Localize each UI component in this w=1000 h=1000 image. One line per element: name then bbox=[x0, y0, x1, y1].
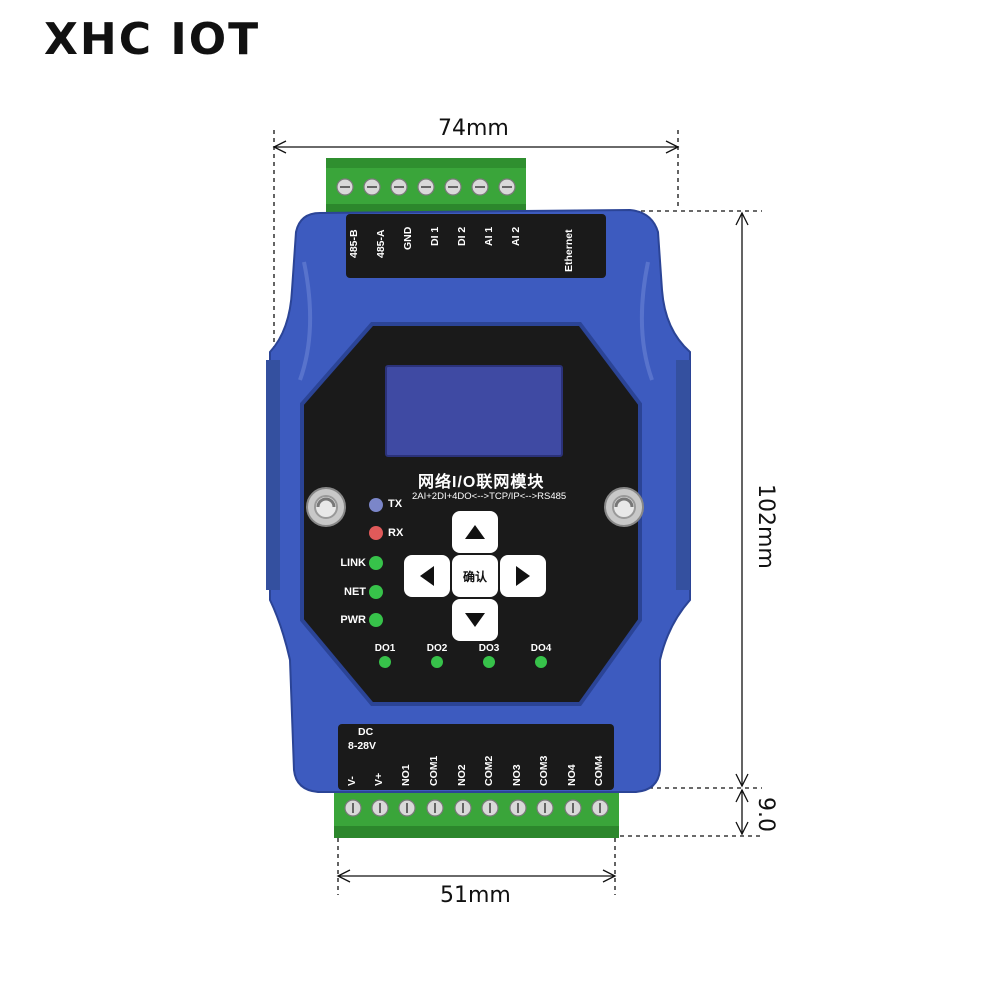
bottom-terminal-label: NO1 bbox=[400, 764, 412, 786]
led-link bbox=[369, 556, 383, 570]
dim-height: 102mm bbox=[753, 484, 778, 569]
bottom-terminal-label: NO3 bbox=[511, 764, 523, 786]
top-terminal-label: 485-A bbox=[375, 229, 387, 258]
arrow-right-icon bbox=[516, 566, 530, 586]
bottom-terminal-label: NO4 bbox=[566, 764, 578, 786]
led-pwr bbox=[369, 613, 383, 627]
led-do3 bbox=[483, 656, 495, 668]
bottom-terminal-label: COM4 bbox=[593, 755, 605, 786]
oled-screen bbox=[386, 366, 562, 456]
arrow-down-icon bbox=[465, 613, 485, 627]
top-terminal-label: AI 1 bbox=[483, 226, 495, 246]
ok-button-label: 确认 bbox=[462, 569, 487, 584]
device-subtitle: 2AI+2DI+4DO<-->TCP/IP<-->RS485 bbox=[412, 491, 567, 502]
top-terminal-label: AI 2 bbox=[510, 226, 522, 246]
led-tx bbox=[369, 498, 383, 512]
led-label-tx: TX bbox=[388, 498, 403, 510]
bottom-terminal-label: V- bbox=[346, 776, 358, 786]
led-do2 bbox=[431, 656, 443, 668]
do-leds bbox=[379, 656, 547, 668]
led-label-rx: RX bbox=[388, 527, 404, 539]
power-label-voltage: 8-28V bbox=[348, 740, 377, 752]
bottom-label-strip bbox=[338, 724, 614, 790]
top-terminal-label: GND bbox=[402, 226, 414, 250]
bottom-terminal-block bbox=[334, 790, 619, 838]
top-terminal-label: DI 2 bbox=[456, 226, 468, 246]
ok-button[interactable]: 确认 bbox=[452, 555, 498, 597]
led-label-link: LINK bbox=[340, 557, 366, 569]
right-button[interactable] bbox=[500, 555, 546, 597]
brand-logo: XHC IOT bbox=[44, 14, 261, 65]
left-button[interactable] bbox=[404, 555, 450, 597]
top-terminal-label: DI 1 bbox=[429, 226, 441, 246]
led-label-net: NET bbox=[344, 586, 366, 598]
do-label-1: DO1 bbox=[374, 643, 396, 654]
led-net bbox=[369, 585, 383, 599]
ethernet-label: Ethernet bbox=[563, 229, 575, 272]
screw-left bbox=[306, 487, 346, 527]
led-label-pwr: PWR bbox=[340, 614, 366, 626]
bottom-terminal-label: NO2 bbox=[456, 764, 468, 786]
device-title: 网络I/O联网模块 bbox=[418, 474, 545, 491]
bottom-terminal-label: COM1 bbox=[428, 755, 440, 786]
dim-width-top: 74mm bbox=[438, 116, 509, 141]
power-label-dc: DC bbox=[358, 726, 374, 738]
do-label-3: DO3 bbox=[478, 643, 500, 654]
do-label-2: DO2 bbox=[426, 643, 448, 654]
down-button[interactable] bbox=[452, 599, 498, 641]
screw-right bbox=[604, 487, 644, 527]
up-button[interactable] bbox=[452, 511, 498, 553]
top-label-strip bbox=[346, 214, 606, 278]
bottom-terminal-label: COM3 bbox=[538, 755, 550, 786]
do-label-4: DO4 bbox=[530, 643, 552, 654]
arrow-up-icon bbox=[465, 525, 485, 539]
top-terminal-block bbox=[326, 158, 526, 216]
status-leds bbox=[369, 498, 383, 627]
led-rx bbox=[369, 526, 383, 540]
dim-terminal-height: 9.0 bbox=[753, 797, 778, 832]
led-do1 bbox=[379, 656, 391, 668]
bottom-terminal-label: COM2 bbox=[483, 755, 495, 786]
led-do4 bbox=[535, 656, 547, 668]
top-terminal-label: 485-B bbox=[348, 229, 360, 258]
dim-width-bottom: 51mm bbox=[440, 883, 511, 908]
bottom-terminal-label: V+ bbox=[373, 772, 385, 786]
arrow-left-icon bbox=[420, 566, 434, 586]
